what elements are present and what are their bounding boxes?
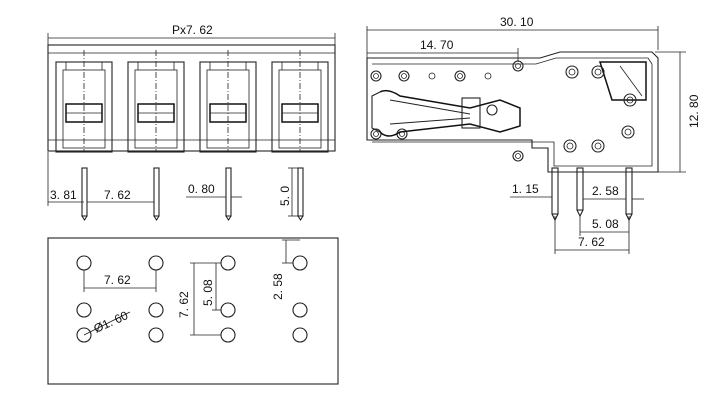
pin	[297, 167, 304, 222]
pcb-hole	[292, 255, 308, 271]
pcb-hole	[148, 327, 164, 343]
terminal-body	[47, 44, 336, 152]
pin	[153, 167, 160, 222]
pitch-dimension: Px7. 62	[47, 23, 336, 45]
side-pin	[551, 167, 559, 222]
pcb-hole	[76, 327, 92, 343]
pcb-row-2-58-label: 2. 58	[271, 273, 285, 300]
spring-clamp	[379, 89, 521, 137]
pcb-hole	[148, 302, 164, 318]
row-spacing-1-label: 2. 58	[592, 184, 619, 198]
pcb-row-5-08-label: 5. 08	[201, 279, 215, 306]
pin-length-label: 5. 0	[278, 186, 292, 206]
pcb-hole	[148, 255, 164, 271]
hole-diameter-label: Ø1. 60	[92, 308, 131, 336]
pitch-label: Px7. 62	[172, 23, 213, 37]
pin	[225, 167, 232, 222]
height-label: 12. 80	[687, 94, 701, 128]
pcb-outline	[47, 237, 339, 385]
row-spacing-2-label: 5. 08	[592, 217, 619, 231]
pin-width-label: 0. 80	[188, 182, 215, 196]
front-view: Px7. 62	[47, 23, 336, 222]
pcb-hole	[220, 255, 236, 271]
side-pin	[625, 167, 633, 222]
pcb-hole	[76, 255, 92, 271]
pin	[81, 167, 88, 222]
overall-width-label: 30. 10	[500, 15, 534, 29]
side-view: 30. 10 14. 70 12. 80	[366, 15, 701, 254]
side-body	[366, 51, 659, 173]
pcb-hole	[76, 302, 92, 318]
pin-offset-label: 1. 15	[512, 182, 539, 196]
pcb-hole	[292, 327, 308, 343]
pcb-hole	[220, 302, 236, 318]
front-pitch-label: 7. 62	[104, 188, 131, 202]
partial-width-label: 14. 70	[420, 38, 454, 52]
side-pin	[576, 167, 584, 218]
pcb-hole	[220, 327, 236, 343]
pcb-layout: 7. 62 7. 62 5. 08 2. 58 Ø1. 60	[47, 237, 339, 385]
row-spacing-3-label: 7. 62	[578, 235, 605, 249]
pcb-pitch-label: 7. 62	[104, 273, 131, 287]
edge-offset-label: 3. 81	[50, 188, 77, 202]
pcb-hole	[292, 302, 308, 318]
pcb-row-7-62-label: 7. 62	[177, 291, 191, 318]
